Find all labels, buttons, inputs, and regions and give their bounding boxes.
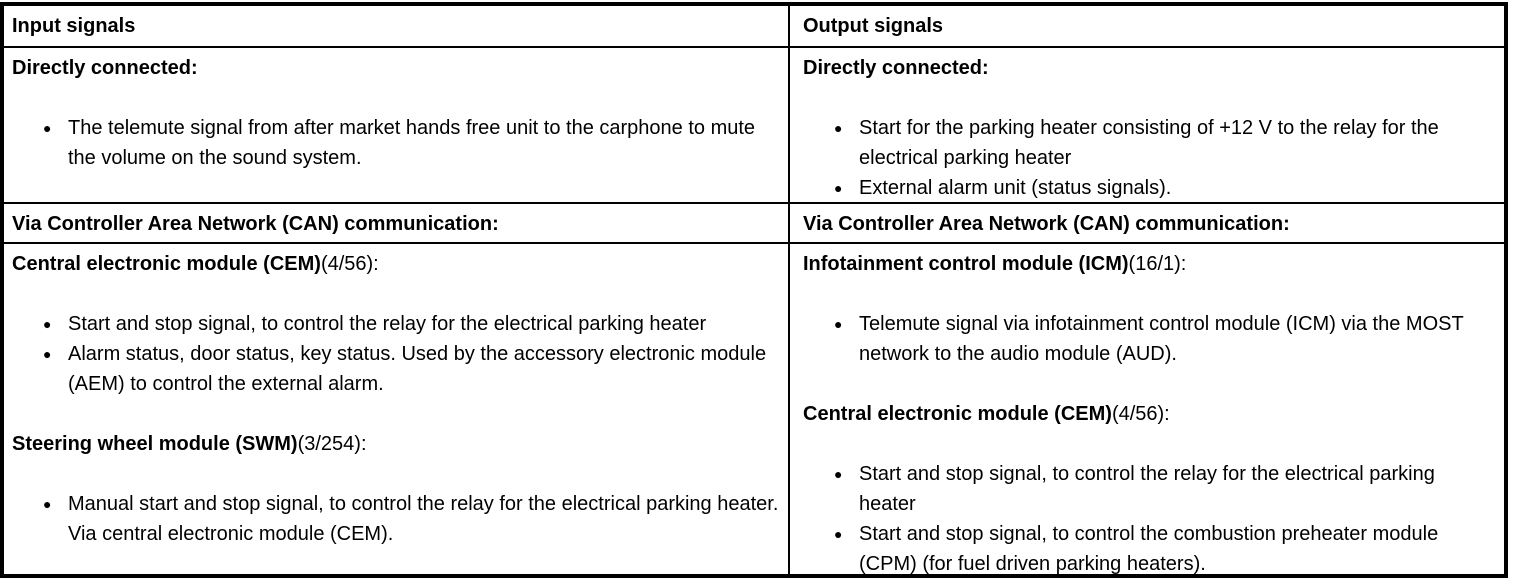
module-ref: (3/254): [297, 433, 367, 455]
can-communication-row: Via Controller Area Network (CAN) commun… [4, 202, 1504, 242]
signals-table: Input signals Output signals Directly co… [0, 2, 1508, 578]
section-title-text: Directly connected: [12, 57, 198, 79]
bullet-icon: ● [43, 346, 52, 362]
module-section-cem: Central electronic module (CEM)(4/56): ●… [12, 249, 780, 399]
bullet-list: ● Start and stop signal, to control the r… [12, 309, 780, 399]
module-name: Central electronic module (CEM) [803, 403, 1112, 425]
module-ref: (4/56): [1111, 403, 1170, 425]
module-name: Steering wheel module (SWM) [12, 433, 298, 455]
input-modules-cell: Central electronic module (CEM)(4/56): ●… [4, 244, 790, 574]
list-item-text: Start and stop signal, to control the re… [68, 313, 707, 335]
output-modules-cell: Infotainment control module (ICM)(16/1):… [790, 244, 1504, 574]
bullet-list: ● Manual start and stop signal, to contro… [12, 489, 780, 549]
bullet-icon: ● [834, 466, 843, 482]
list-item: ● Start for the parking heater consisting… [833, 113, 1494, 173]
list-item-text: Start for the parking heater consisting … [859, 117, 1439, 169]
module-name: Infotainment control module (ICM) [803, 253, 1129, 275]
module-name: Central electronic module (CEM) [12, 253, 321, 275]
module-heading: Central electronic module (CEM)(4/56): [803, 399, 1494, 429]
output-signals-header-cell: Output signals [790, 6, 1504, 46]
bullet-list: ● The telemute signal from after market h… [12, 113, 780, 173]
section-title: Directly connected: [803, 53, 1494, 83]
modules-row: Central electronic module (CEM)(4/56): ●… [4, 242, 1504, 574]
list-item: ● Start and stop signal, to control the r… [42, 309, 780, 339]
module-heading: Infotainment control module (ICM)(16/1): [803, 249, 1494, 279]
module-ref: (4/56): [320, 253, 379, 275]
bullet-icon: ● [43, 120, 52, 136]
list-item-text: External alarm unit (status signals). [859, 177, 1172, 199]
bullet-icon: ● [834, 316, 843, 332]
bullet-icon: ● [43, 316, 52, 332]
section-title-text: Directly connected: [803, 57, 989, 79]
output-can-header-cell: Via Controller Area Network (CAN) commun… [790, 204, 1504, 242]
module-heading: Central electronic module (CEM)(4/56): [12, 249, 780, 279]
output-signals-header: Output signals [803, 15, 943, 37]
list-item: ● Alarm status, door status, key status. … [42, 339, 780, 399]
can-header: Via Controller Area Network (CAN) commun… [803, 213, 1290, 235]
section-directly-connected: Directly connected: ● The telemute signal… [12, 53, 780, 173]
module-heading: Steering wheel module (SWM)(3/254): [12, 429, 780, 459]
list-item-text: Start and stop signal, to control the re… [859, 463, 1435, 515]
list-item: ● Start and stop signal, to control the r… [833, 459, 1494, 519]
list-item-text: Start and stop signal, to control the co… [859, 523, 1439, 574]
bullet-list: ● Start for the parking heater consisting… [803, 113, 1494, 202]
list-item: ● Telemute signal via infotainment contro… [833, 309, 1494, 369]
list-item-text: Alarm status, door status, key status. U… [68, 343, 767, 395]
list-item: ● External alarm unit (status signals). [833, 173, 1494, 202]
bullet-icon: ● [834, 526, 843, 542]
list-item: ● The telemute signal from after market h… [42, 113, 780, 173]
can-header: Via Controller Area Network (CAN) commun… [12, 213, 499, 235]
list-item-text: Manual start and stop signal, to control… [68, 493, 779, 545]
section-title: Directly connected: [12, 53, 780, 83]
list-item-text: Telemute signal via infotainment control… [859, 313, 1464, 365]
table-header-row: Input signals Output signals [4, 6, 1504, 46]
list-item: ● Start and stop signal, to control the c… [833, 519, 1494, 574]
bullet-list: ● Start and stop signal, to control the r… [803, 459, 1494, 574]
bullet-list: ● Telemute signal via infotainment contro… [803, 309, 1494, 369]
module-ref: (16/1): [1128, 253, 1187, 275]
bullet-icon: ● [834, 120, 843, 136]
module-section-swm: Steering wheel module (SWM)(3/254): ● Man… [12, 429, 780, 549]
module-section-icm: Infotainment control module (ICM)(16/1):… [803, 249, 1494, 369]
bullet-icon: ● [834, 180, 843, 196]
module-section-cem: Central electronic module (CEM)(4/56): ●… [803, 399, 1494, 574]
directly-connected-row: Directly connected: ● The telemute signal… [4, 46, 1504, 202]
list-item: ● Manual start and stop signal, to contro… [42, 489, 780, 549]
section-directly-connected: Directly connected: ● Start for the parki… [803, 53, 1494, 202]
input-signals-header-cell: Input signals [4, 6, 790, 46]
input-signals-header: Input signals [12, 15, 136, 37]
list-item-text: The telemute signal from after market ha… [68, 117, 756, 169]
input-can-header-cell: Via Controller Area Network (CAN) commun… [4, 204, 790, 242]
bullet-icon: ● [43, 496, 52, 512]
output-directly-connected-cell: Directly connected: ● Start for the parki… [790, 48, 1504, 202]
input-directly-connected-cell: Directly connected: ● The telemute signal… [4, 48, 790, 202]
